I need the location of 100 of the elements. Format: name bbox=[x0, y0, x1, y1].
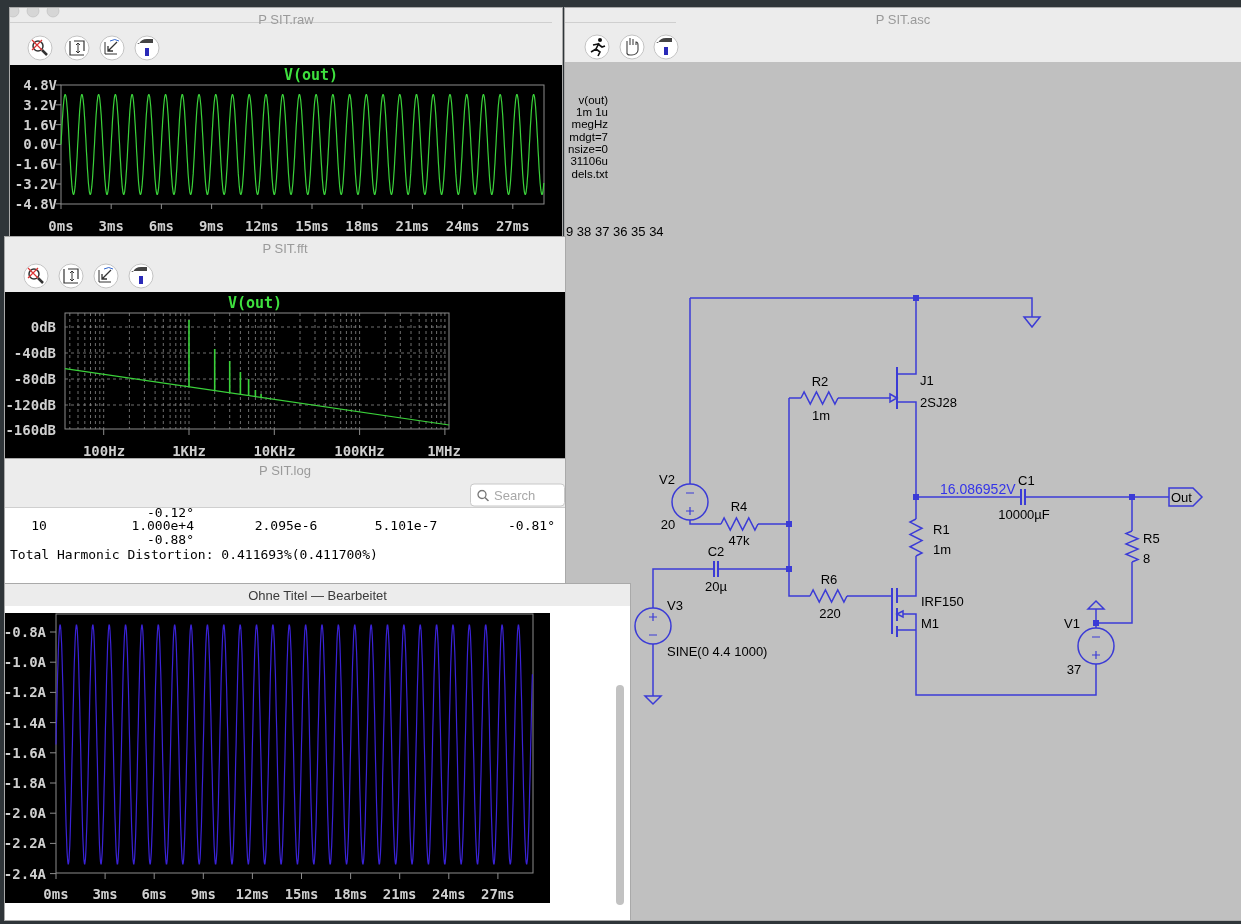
axis-tick-label: 100Hz bbox=[82, 443, 126, 459]
component-label: R1 bbox=[933, 521, 950, 537]
axis-tick-label: 0.0V bbox=[23, 136, 57, 152]
spice-directive: v(out) bbox=[578, 94, 608, 106]
axis-tick-label: 27ms bbox=[481, 886, 515, 902]
axis-tick-label: 18ms bbox=[345, 218, 380, 234]
axis-tick-label: 6ms bbox=[141, 886, 167, 902]
spice-directive: 31106u bbox=[570, 155, 608, 167]
axis-tick-label: 0ms bbox=[48, 218, 74, 234]
log-value: -0.88° bbox=[147, 531, 194, 547]
spice-directive: nsize=0 bbox=[568, 143, 608, 155]
search-field: Search bbox=[470, 483, 565, 507]
component-label: V1 bbox=[1064, 615, 1080, 631]
axis-tick-label: 15ms bbox=[295, 218, 329, 234]
axis-tick-label: 1MHz bbox=[427, 443, 461, 459]
net-label: Out bbox=[1171, 489, 1192, 505]
axis-tick-label: -120dB bbox=[5, 397, 56, 413]
component-value: 220 bbox=[819, 605, 841, 621]
axis-tick-label: 24ms bbox=[431, 886, 466, 902]
log-value: 5.101e-7 bbox=[374, 517, 438, 533]
component-value: 1m bbox=[933, 541, 952, 557]
window-title: P SIT.raw bbox=[258, 12, 314, 27]
plot-title: V(out) bbox=[227, 294, 283, 312]
axis-tick-label: -1.2A bbox=[3, 684, 46, 701]
window-title: P SIT.asc bbox=[875, 12, 931, 27]
component-value: 47k bbox=[728, 532, 750, 548]
axis-tick-label: 9ms bbox=[190, 886, 216, 902]
axis-tick-label: 1KHz bbox=[172, 443, 206, 459]
axis-tick-label: -2.2A bbox=[3, 835, 46, 852]
component-label: V3 bbox=[667, 597, 683, 613]
component-value: 20 bbox=[660, 516, 676, 532]
component-label: C1 bbox=[1018, 472, 1035, 488]
axis-tick-label: -80dB bbox=[13, 371, 56, 387]
axis-tick-label: -1.8A bbox=[3, 775, 46, 791]
component-value: 8 bbox=[1143, 550, 1151, 566]
axis-tick-label: -0.8A bbox=[3, 624, 46, 640]
window-title: P SIT.log bbox=[259, 463, 311, 478]
axis-tick-label: -1.4A bbox=[3, 714, 46, 731]
axis-tick-label: 21ms bbox=[395, 218, 430, 234]
axis-tick-label: -2.0A bbox=[3, 805, 46, 822]
axis-tick-label: -2.4A bbox=[3, 865, 46, 882]
component-value: 37 bbox=[1066, 661, 1082, 677]
component-label: R6 bbox=[820, 571, 838, 587]
spice-directive: dels.txt bbox=[571, 168, 608, 180]
app-window bbox=[10, 8, 562, 237]
axis-tick-label: 3ms bbox=[92, 886, 118, 902]
log-value: 1.000e+4 bbox=[131, 517, 194, 533]
component-label: C2 bbox=[707, 543, 725, 559]
log-value: 2.095e-6 bbox=[254, 517, 318, 533]
axis-tick-label: 10KHz bbox=[253, 443, 296, 459]
component-label: M1 bbox=[921, 615, 940, 631]
plot-title: V(out) bbox=[283, 66, 339, 84]
axis-tick-label: -1.6V bbox=[14, 156, 57, 172]
axis-tick-label: 100KHz bbox=[334, 443, 385, 459]
axis-tick-label: -1.0A bbox=[3, 654, 46, 671]
component-value: 1m bbox=[811, 407, 831, 423]
axis-tick-label: 1.6V bbox=[23, 117, 57, 133]
axis-tick-label: 0ms bbox=[43, 886, 69, 902]
axis-tick-label: 9ms bbox=[198, 218, 225, 234]
axis-tick-label: 12ms bbox=[235, 886, 270, 902]
axis-tick-label: -160dB bbox=[5, 422, 56, 438]
log-value: -0.81° bbox=[508, 517, 555, 533]
axis-tick-label: 3ms bbox=[98, 218, 124, 234]
spice-directive: megHz bbox=[571, 118, 608, 130]
app-window bbox=[5, 237, 565, 459]
axis-tick-label: 0dB bbox=[30, 319, 56, 335]
axis-tick-label: -40dB bbox=[13, 345, 56, 361]
app-window bbox=[565, 8, 1241, 920]
component-label: R5 bbox=[1143, 530, 1160, 546]
window-title: Ohne Titel — Bearbeitet bbox=[248, 588, 387, 603]
component-label: J1 bbox=[920, 372, 934, 388]
axis-tick-label: 3.2V bbox=[23, 97, 57, 113]
number-list: 9 38 37 36 35 34 bbox=[566, 223, 664, 239]
component-value: 2SJ28 bbox=[920, 394, 957, 410]
axis-tick-label: 12ms bbox=[244, 218, 279, 234]
axis-tick-label: 27ms bbox=[495, 218, 530, 234]
component-value: 10000µF bbox=[998, 506, 1050, 522]
node-voltage-label: 16.086952V bbox=[940, 481, 1016, 497]
log-value: 10 bbox=[31, 517, 47, 533]
component-value: IRF150 bbox=[921, 593, 964, 609]
window-title: P SIT.fft bbox=[262, 241, 308, 256]
axis-tick-label: 24ms bbox=[445, 218, 480, 234]
spice-directive: 1m 1u bbox=[576, 106, 608, 118]
axis-tick-label: 21ms bbox=[382, 886, 417, 902]
component-value: 20µ bbox=[705, 578, 727, 594]
log-result-line: Total Harmonic Distortion: 0.411693%(0.411700%) bbox=[10, 546, 378, 562]
axis-tick-label: 6ms bbox=[148, 218, 175, 234]
axis-tick-label: -3.2V bbox=[14, 176, 57, 192]
spice-directive: mdgt=7 bbox=[569, 131, 608, 143]
app-window bbox=[5, 584, 630, 920]
axis-tick-label: 15ms bbox=[284, 886, 319, 902]
axis-tick-label: 18ms bbox=[333, 886, 368, 902]
component-label: V2 bbox=[659, 471, 675, 487]
axis-tick-label: -1.6A bbox=[3, 744, 46, 761]
axis-tick-label: -4.8V bbox=[14, 196, 57, 212]
log-value: -0.12° bbox=[147, 504, 194, 520]
component-label: R2 bbox=[811, 373, 829, 389]
axis-tick-label: 4.8V bbox=[23, 77, 57, 93]
component-value: SINE(0 4.4 1000) bbox=[667, 643, 768, 659]
component-label: R4 bbox=[730, 498, 748, 514]
